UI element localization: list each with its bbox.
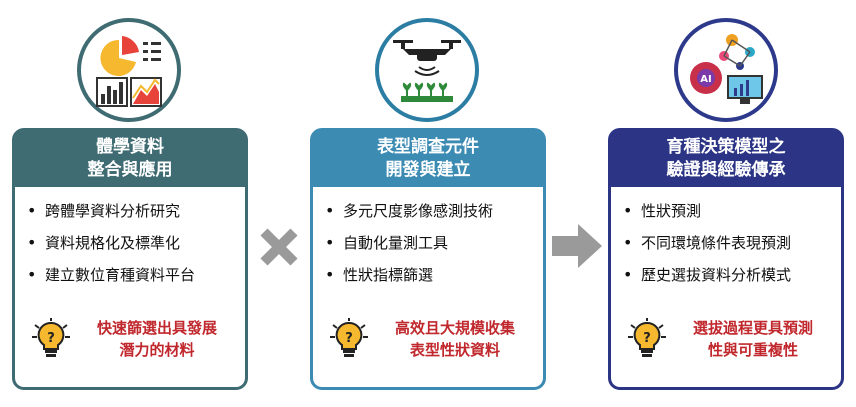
card-omics-data: 體學資料 整合與應用 跨體學資料分析研究 資料規格化及標準化 建立數位育種資料平…	[12, 128, 248, 390]
note-line2: 性與可重複性	[707, 341, 798, 359]
card-title-line2: 開發與建立	[385, 160, 471, 180]
note-line1: 選拔過程更具預測	[692, 319, 813, 337]
card-title-line1: 育種決策模型之	[666, 137, 786, 157]
bullet-item: 多元尺度影像感測技術	[323, 201, 535, 221]
svg-text:?: ?	[643, 331, 651, 346]
card-breeding-decision: 育種決策模型之 驗證與經驗傳承 性狀預測 不同環境條件表現預測 歷史選拔資料分析…	[608, 128, 844, 390]
note-line1: 快速篩選出具發展	[96, 319, 217, 337]
card-title-line2: 整合與應用	[87, 160, 173, 180]
right-arrow-icon	[552, 224, 602, 268]
note-text: 高效且大規模收集 表型性狀資料	[375, 317, 535, 361]
svg-text:?: ?	[345, 331, 353, 346]
multiply-x-icon	[260, 228, 298, 266]
note-text: 快速篩選出具發展 潛力的材料	[77, 317, 237, 361]
bullet-list: 多元尺度影像感測技術 自動化量測工具 性狀指標篩選	[323, 201, 535, 297]
card-title-line1: 表型調查元件	[377, 137, 479, 157]
bullet-item: 性狀指標篩選	[323, 265, 535, 285]
card-title-line2: 驗證與經驗傳承	[666, 160, 786, 180]
highlight-note: ? 高效且大規模收集 表型性狀資料	[323, 315, 535, 365]
lightbulb-idea-icon: ?	[330, 318, 368, 357]
bullet-list: 跨體學資料分析研究 資料規格化及標準化 建立數位育種資料平台	[25, 201, 237, 297]
bullet-item: 跨體學資料分析研究	[25, 201, 237, 221]
card-phenotyping: 表型調查元件 開發與建立 多元尺度影像感測技術 自動化量測工具 性狀指標篩選 ?…	[310, 128, 546, 390]
drone-sensing-icon	[393, 40, 461, 102]
note-text: 選拔過程更具預測 性與可重複性	[673, 317, 833, 361]
card-header: 體學資料 整合與應用	[15, 131, 245, 187]
lightbulb-idea-icon: ?	[628, 318, 666, 357]
svg-text:AI: AI	[700, 74, 711, 85]
bullet-item: 性狀預測	[621, 201, 833, 221]
ai-network-icon-circle: AI	[674, 18, 778, 122]
card-header: 育種決策模型之 驗證與經驗傳承	[611, 131, 841, 187]
bullet-list: 性狀預測 不同環境條件表現預測 歷史選拔資料分析模式	[621, 201, 833, 297]
note-line1: 高效且大規模收集	[394, 319, 515, 337]
highlight-note: ? 快速篩選出具發展 潛力的材料	[25, 315, 237, 365]
data-analytics-icon-circle	[77, 18, 181, 122]
bullet-item: 歷史選拔資料分析模式	[621, 265, 833, 285]
bullet-item: 自動化量測工具	[323, 233, 535, 253]
highlight-note: ? 選拔過程更具預測 性與可重複性	[621, 315, 833, 365]
bullet-item: 不同環境條件表現預測	[621, 233, 833, 253]
card-title-line1: 體學資料	[96, 137, 164, 157]
note-line2: 潛力的材料	[119, 341, 195, 359]
drone-sensing-icon-circle	[375, 18, 479, 122]
lightbulb-idea-icon: ?	[32, 318, 70, 357]
data-analytics-icon	[96, 36, 162, 107]
bullet-item: 建立數位育種資料平台	[25, 265, 237, 285]
svg-text:?: ?	[47, 331, 55, 346]
card-header: 表型調查元件 開發與建立	[313, 131, 543, 187]
note-line2: 表型性狀資料	[409, 341, 500, 359]
ai-network-icon: AI	[690, 34, 763, 104]
bullet-item: 資料規格化及標準化	[25, 233, 237, 253]
